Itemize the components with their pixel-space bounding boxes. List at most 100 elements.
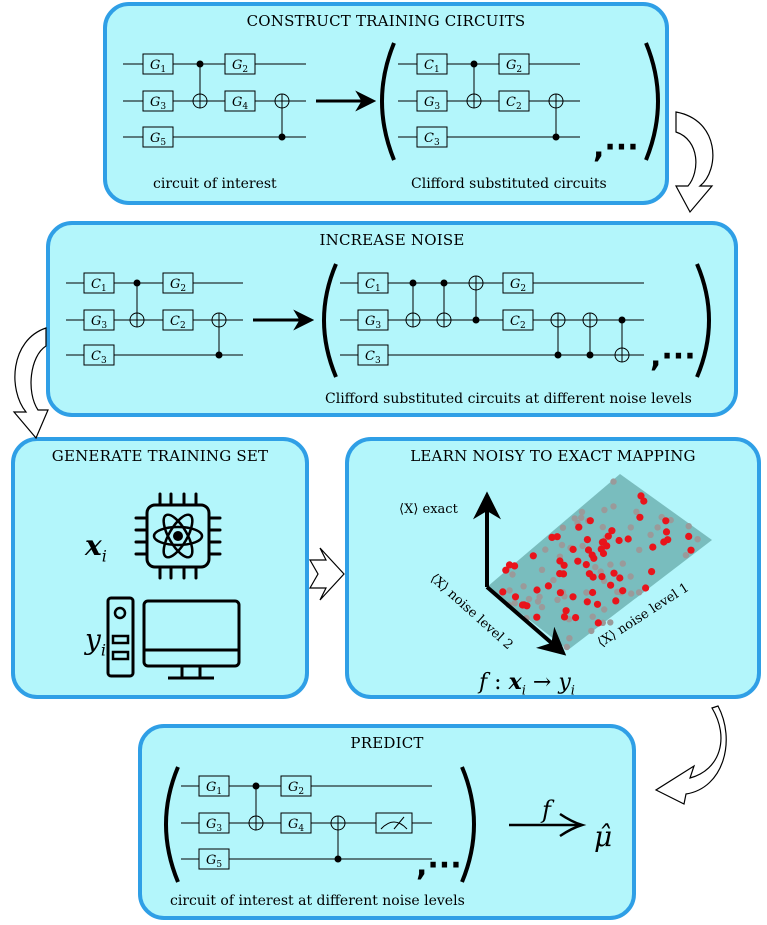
panel-title: GENERATE TRAINING SET bbox=[51, 447, 269, 465]
formula-y-sub: i bbox=[570, 683, 575, 699]
data-point-noisy bbox=[589, 613, 596, 620]
data-point-exact bbox=[560, 613, 569, 621]
caption-circuit-of-interest: circuit of interest bbox=[153, 176, 277, 192]
formula-y: y bbox=[558, 670, 571, 695]
measurement-meter-icon bbox=[375, 812, 413, 834]
data-point-exact bbox=[544, 582, 553, 590]
data-point-noisy bbox=[578, 514, 585, 521]
data-point-noisy bbox=[654, 524, 661, 531]
data-point-noisy bbox=[633, 508, 640, 515]
axis-label-exact: ⟨X⟩ exact bbox=[399, 502, 458, 517]
data-point-exact bbox=[569, 593, 577, 601]
data-point-exact bbox=[649, 543, 657, 551]
result-mu-hat: μ̂ bbox=[594, 820, 613, 853]
data-point-exact bbox=[529, 552, 537, 560]
ellipsis: ,··· bbox=[416, 848, 462, 883]
data-point-exact bbox=[616, 574, 624, 582]
data-point-exact bbox=[589, 588, 597, 597]
data-point-noisy bbox=[627, 573, 634, 580]
data-point-noisy bbox=[685, 523, 692, 530]
data-point-exact bbox=[556, 589, 565, 597]
data-point-noisy bbox=[525, 595, 533, 603]
data-point-noisy bbox=[636, 546, 643, 554]
data-point-exact bbox=[593, 600, 602, 608]
data-point-noisy bbox=[599, 523, 606, 531]
panel-title: LEARN NOISY TO EXACT MAPPING bbox=[410, 447, 696, 465]
data-point-exact bbox=[556, 570, 564, 578]
data-point-noisy bbox=[578, 508, 586, 516]
data-point-noisy bbox=[542, 546, 549, 553]
formula-arrow: → bbox=[532, 670, 552, 695]
label-y-i: yi bbox=[85, 623, 106, 660]
data-point-exact bbox=[624, 535, 632, 543]
data-point-exact bbox=[636, 513, 644, 521]
formula-colon: : bbox=[494, 670, 502, 695]
axis-noise-2 bbox=[485, 585, 567, 656]
data-point-exact bbox=[594, 619, 602, 627]
label-y-sub: i bbox=[100, 640, 106, 660]
data-point-noisy bbox=[566, 635, 573, 642]
data-point-noisy bbox=[558, 541, 566, 549]
data-point-noisy bbox=[601, 606, 608, 613]
panel-construct-training-circuits: CONSTRUCT TRAINING CIRCUITS circuit of i… bbox=[103, 2, 669, 205]
data-point-exact bbox=[548, 533, 556, 542]
data-point-exact bbox=[662, 528, 671, 536]
data-point-noisy bbox=[588, 627, 595, 635]
data-point-noisy bbox=[571, 515, 578, 522]
data-point-noisy bbox=[579, 542, 586, 550]
data-point-noisy bbox=[506, 587, 513, 594]
clifford-circuit-folded: C1 G3 C3 G2 C2 bbox=[340, 272, 644, 366]
data-point-exact bbox=[604, 532, 612, 540]
data-point-noisy bbox=[520, 583, 527, 590]
data-point-noisy bbox=[647, 531, 654, 538]
data-point-noisy bbox=[534, 598, 542, 605]
data-point-exact bbox=[556, 557, 564, 565]
data-point-exact bbox=[574, 557, 582, 565]
data-point-noisy bbox=[550, 576, 557, 584]
data-point-exact bbox=[598, 573, 606, 581]
data-point-exact bbox=[586, 517, 594, 525]
data-point-noisy bbox=[610, 478, 617, 485]
data-point-exact bbox=[502, 566, 510, 574]
data-point-exact bbox=[575, 523, 583, 531]
data-point-exact bbox=[533, 613, 541, 621]
data-point-noisy bbox=[682, 552, 690, 559]
formula-x: x bbox=[508, 669, 522, 695]
data-point-exact bbox=[505, 561, 514, 569]
data-point-exact bbox=[583, 536, 592, 544]
data-point-exact bbox=[662, 517, 670, 525]
data-point-exact bbox=[599, 549, 608, 558]
label-x-i: xi bbox=[85, 529, 107, 566]
data-point-noisy bbox=[538, 603, 546, 611]
data-point-noisy bbox=[610, 503, 617, 510]
panel-title: PREDICT bbox=[350, 734, 424, 752]
ellipsis: ,··· bbox=[593, 130, 639, 165]
label-y: y bbox=[85, 623, 101, 656]
data-point-noisy bbox=[635, 589, 643, 596]
label-x: x bbox=[85, 529, 102, 562]
arrow-label-f: f bbox=[542, 796, 551, 824]
data-point-exact bbox=[612, 597, 620, 605]
data-point-exact bbox=[569, 545, 577, 554]
circuit-of-interest: G1 G3 G5 G2 G4 bbox=[123, 53, 306, 148]
data-point-noisy bbox=[509, 571, 516, 578]
data-point-exact bbox=[533, 586, 541, 594]
data-point-noisy bbox=[601, 506, 608, 514]
data-point-noisy bbox=[628, 590, 635, 597]
data-point-exact bbox=[511, 593, 520, 601]
data-point-exact bbox=[518, 601, 527, 609]
formula-x-sub: i bbox=[521, 683, 526, 699]
formula-f: f bbox=[479, 670, 488, 695]
clifford-circuit-1: C1 G3 C3 G2 C2 bbox=[398, 53, 580, 148]
ellipsis: ,··· bbox=[650, 339, 696, 374]
data-point-noisy bbox=[694, 536, 701, 543]
data-point-exact bbox=[648, 568, 656, 576]
label-x-sub: i bbox=[101, 546, 107, 566]
data-point-exact bbox=[589, 573, 597, 581]
panel-title: INCREASE NOISE bbox=[319, 231, 465, 249]
